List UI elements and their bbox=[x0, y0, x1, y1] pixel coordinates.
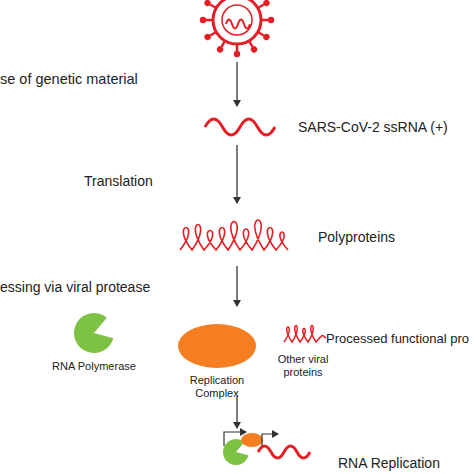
stage-label: RNA Replication bbox=[338, 455, 440, 471]
flow-arrow bbox=[236, 145, 237, 203]
complex-node: Replication Complex bbox=[176, 322, 258, 399]
node-shape bbox=[48, 312, 140, 354]
node-shape bbox=[176, 322, 258, 370]
complex-shape bbox=[178, 324, 256, 368]
polymerase-node: RNA Polymerase bbox=[48, 312, 140, 373]
virus-icon bbox=[200, 0, 274, 57]
node-label: Replication Complex bbox=[176, 374, 258, 399]
stage-label: se of genetic material bbox=[0, 71, 138, 88]
node-label: RNA Polymerase bbox=[48, 360, 140, 373]
stage-label: essing via viral protease bbox=[0, 279, 150, 295]
stage-label: SARS-CoV-2 ssRNA (+) bbox=[298, 119, 448, 135]
polyprotein-coil bbox=[180, 220, 288, 250]
flow-arrow bbox=[236, 266, 237, 306]
stage-label: Processed functional pro bbox=[326, 332, 469, 347]
polymerase-shape bbox=[74, 313, 113, 353]
stage-label: Other viral proteins bbox=[272, 353, 334, 378]
rna-strand bbox=[205, 119, 275, 135]
stage-label: Translation bbox=[84, 173, 153, 189]
stage-label: Polyproteins bbox=[318, 229, 395, 245]
flow-arrow bbox=[236, 62, 237, 106]
flow-arrow bbox=[236, 396, 237, 428]
protein-coil bbox=[284, 326, 326, 343]
replication-illustration bbox=[223, 432, 310, 465]
